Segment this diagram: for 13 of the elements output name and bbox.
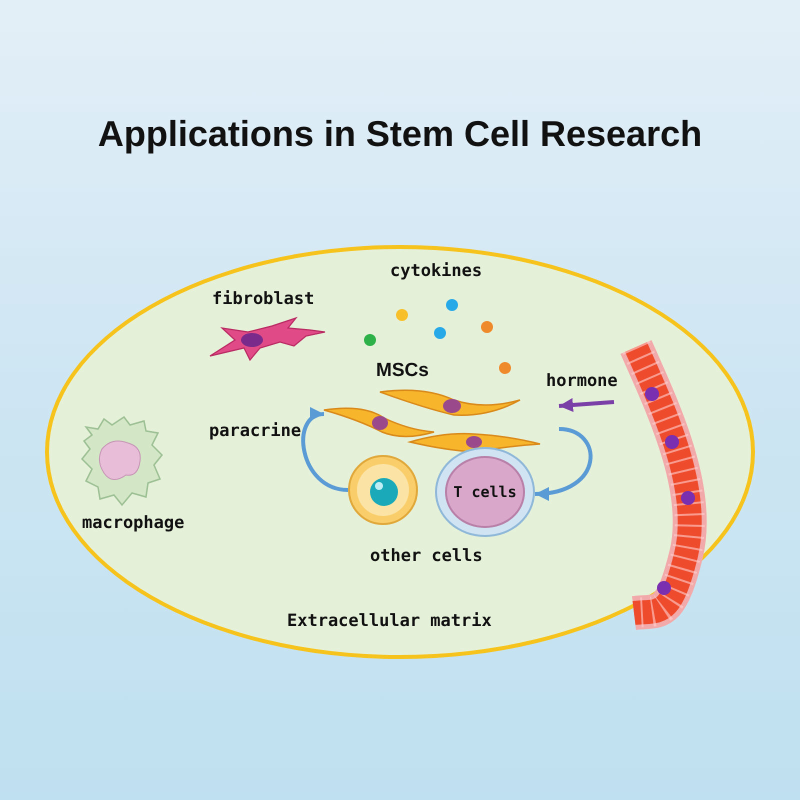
arrow [534, 427, 592, 500]
cell-label: T cells [444, 456, 526, 528]
edge-label: paracrine [209, 421, 302, 441]
node-label: MSCs [376, 360, 429, 382]
arrow [558, 398, 614, 412]
text-label: fibroblast [212, 289, 314, 309]
ellipse-label: Extracellular matrix [287, 611, 492, 631]
cell-drawing [348, 455, 418, 525]
text-label: macrophage [82, 513, 184, 533]
text-label: other cells [370, 546, 483, 566]
title: Applications in Stem Cell Research [96, 113, 704, 155]
text-label: cytokines [390, 261, 482, 281]
arrow [301, 410, 348, 492]
